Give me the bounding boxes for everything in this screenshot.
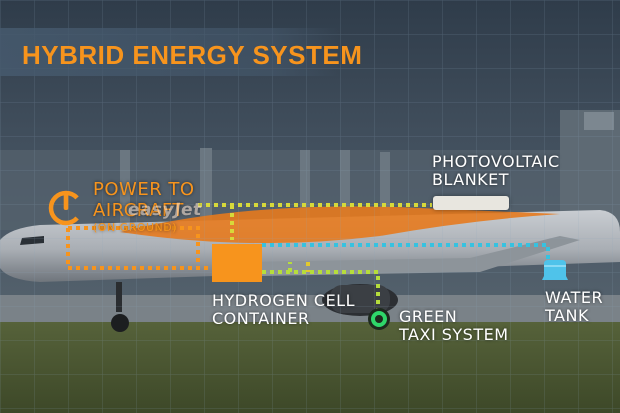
water-label: WATER TANK: [545, 289, 603, 325]
water-label-line1: WATER: [545, 288, 604, 307]
taxi-line: [262, 262, 380, 310]
power-label: POWER TO AIRCRAFT (ON GROUND): [93, 179, 195, 235]
taxi-label-line1: GREEN: [399, 307, 458, 326]
taxi-label-line2: TAXI SYSTEM: [399, 325, 509, 344]
taxi-system-icon: [366, 306, 392, 332]
power-label-line1: POWER TO: [93, 179, 195, 200]
water-tank-icon: [540, 258, 570, 282]
water-line: [262, 243, 550, 262]
photovoltaic-label-line1: PHOTOVOLTAIC: [432, 152, 560, 171]
hydrogen-label: HYDROGEN CELL CONTAINER: [212, 292, 355, 328]
page-title: HYBRID ENERGY SYSTEM: [22, 40, 363, 70]
power-line: [66, 226, 212, 270]
photovoltaic-label: PHOTOVOLTAIC BLANKET: [432, 153, 560, 189]
water-label-line2: TANK: [545, 306, 589, 325]
taxi-label: GREEN TAXI SYSTEM: [399, 308, 509, 344]
livery-text: easyJet: [126, 200, 204, 220]
title-band: [0, 28, 340, 76]
power-label-line2: AIRCRAFT: [93, 200, 184, 221]
power-label-line3: (ON GROUND): [93, 221, 178, 234]
photovoltaic-label-line2: BLANKET: [432, 170, 510, 189]
power-icon: [46, 188, 86, 228]
photovoltaic-blanket-icon: [433, 196, 509, 210]
hydrogen-label-line2: CONTAINER: [212, 309, 310, 328]
hydrogen-container-icon: [212, 244, 262, 282]
hydrogen-label-line1: HYDROGEN CELL: [212, 291, 356, 310]
